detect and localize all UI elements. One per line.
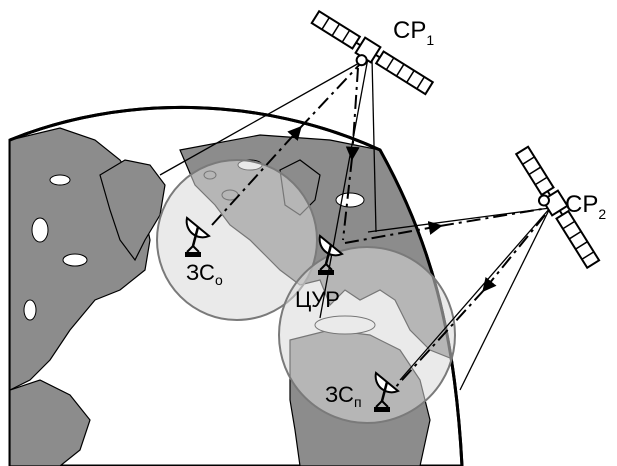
land-greenland bbox=[99, 159, 166, 262]
uplink-zso-to-sr1 bbox=[211, 125, 302, 226]
antenna-dish-icon bbox=[318, 234, 344, 275]
downlink-sr2-to-zsp bbox=[482, 214, 546, 293]
signal-paths bbox=[211, 61, 549, 391]
downlink-sr1-to-cur bbox=[345, 67, 360, 161]
antenna-dish-icon bbox=[374, 371, 400, 412]
satellite-icon bbox=[514, 145, 601, 270]
coverage-zone-left bbox=[156, 159, 318, 321]
label-earth-station-o: ЗСо bbox=[186, 260, 223, 288]
label-sat1: СР1 bbox=[393, 17, 434, 48]
land-north-america-south bbox=[10, 379, 91, 466]
antenna-dish-icon bbox=[185, 216, 211, 257]
label-earth-station-p: ЗСп bbox=[325, 382, 362, 410]
satellite-icon bbox=[310, 9, 435, 96]
label-sat2: СР2 bbox=[565, 191, 606, 222]
link-cur-to-sr2 bbox=[344, 221, 443, 244]
label-control-center: ЦУР bbox=[295, 287, 340, 312]
coverage-zone-right bbox=[278, 246, 456, 424]
